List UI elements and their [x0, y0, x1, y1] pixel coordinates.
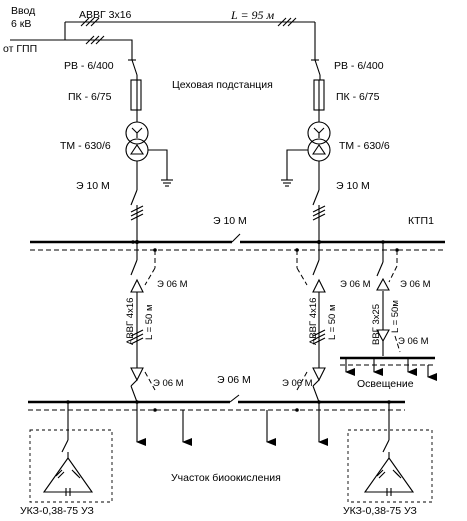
- pk-right-label: ПК - 6/75: [336, 91, 380, 103]
- rv-right-label: РВ - 6/400: [334, 60, 384, 72]
- input-label-2: 6 кВ: [11, 18, 31, 30]
- lower-bus: [28, 394, 405, 412]
- right-length-label: L = 50 м: [327, 305, 338, 341]
- ukz-right-label: УКЗ-0,38-75 УЗ: [343, 505, 417, 517]
- right-feeder: [296, 242, 326, 403]
- tm-left-label: ТМ - 630/6: [60, 140, 111, 152]
- input-length-label: L = 95 м: [230, 8, 275, 22]
- light-length-label: L = 50м: [390, 300, 401, 333]
- e06-left-bottom-label: Э 06 М: [153, 378, 184, 389]
- e10-left-label: Э 10 М: [76, 180, 110, 192]
- e06-light-top-label: Э 06 М: [400, 279, 431, 290]
- ukz-left-label: УКЗ-0,38-75 УЗ: [20, 505, 94, 517]
- ktp-label: КТП1: [408, 215, 434, 227]
- ktp-bus: [30, 233, 445, 252]
- incoming-line: [10, 17, 316, 60]
- pk-left-label: ПК - 6/75: [68, 91, 112, 103]
- capacitor-bank-left: [29, 402, 113, 503]
- left-cable-label: АВВГ 4х16: [125, 298, 136, 345]
- left-hv-branch: [125, 59, 173, 242]
- right-cable-label: АВВГ 4х16: [308, 298, 319, 345]
- input-cable-label: АВВГ 3х16: [79, 9, 132, 21]
- e06-light-bottom-label: Э 06 М: [398, 336, 429, 347]
- left-length-label: L = 50 м: [144, 305, 155, 341]
- left-feeder: [130, 242, 156, 404]
- e10-right-label: Э 10 М: [336, 180, 370, 192]
- e10-tie-label: Э 10 М: [213, 215, 247, 227]
- input-label-3: от ГПП: [3, 43, 37, 55]
- capacitor-bank-right: [347, 402, 433, 503]
- area-label: Участок биоокисления: [171, 472, 281, 484]
- e06-left-top-label: Э 06 М: [157, 279, 188, 290]
- light-cable-label: ВВГ 3х25: [371, 304, 382, 345]
- tm-right-label: ТМ - 630/6: [339, 140, 390, 152]
- e06-right-top-label: Э 06 М: [340, 279, 371, 290]
- workshop-substation-label: Цеховая подстанция: [172, 79, 273, 91]
- right-hv-branch: [281, 59, 331, 242]
- lighting-feeder: [340, 242, 437, 381]
- diagram-labels: Ввод 6 кВ от ГПП АВВГ 3х16 L = 95 м РВ -…: [3, 5, 434, 517]
- e06-right-bottom-label: Э 06 М: [282, 378, 313, 389]
- e06-tie-label: Э 06 М: [217, 374, 251, 386]
- input-label-1: Ввод: [11, 5, 35, 17]
- rv-left-label: РВ - 6/400: [64, 60, 114, 72]
- lighting-label: Освещение: [357, 378, 414, 390]
- load-arrows: [136, 402, 328, 446]
